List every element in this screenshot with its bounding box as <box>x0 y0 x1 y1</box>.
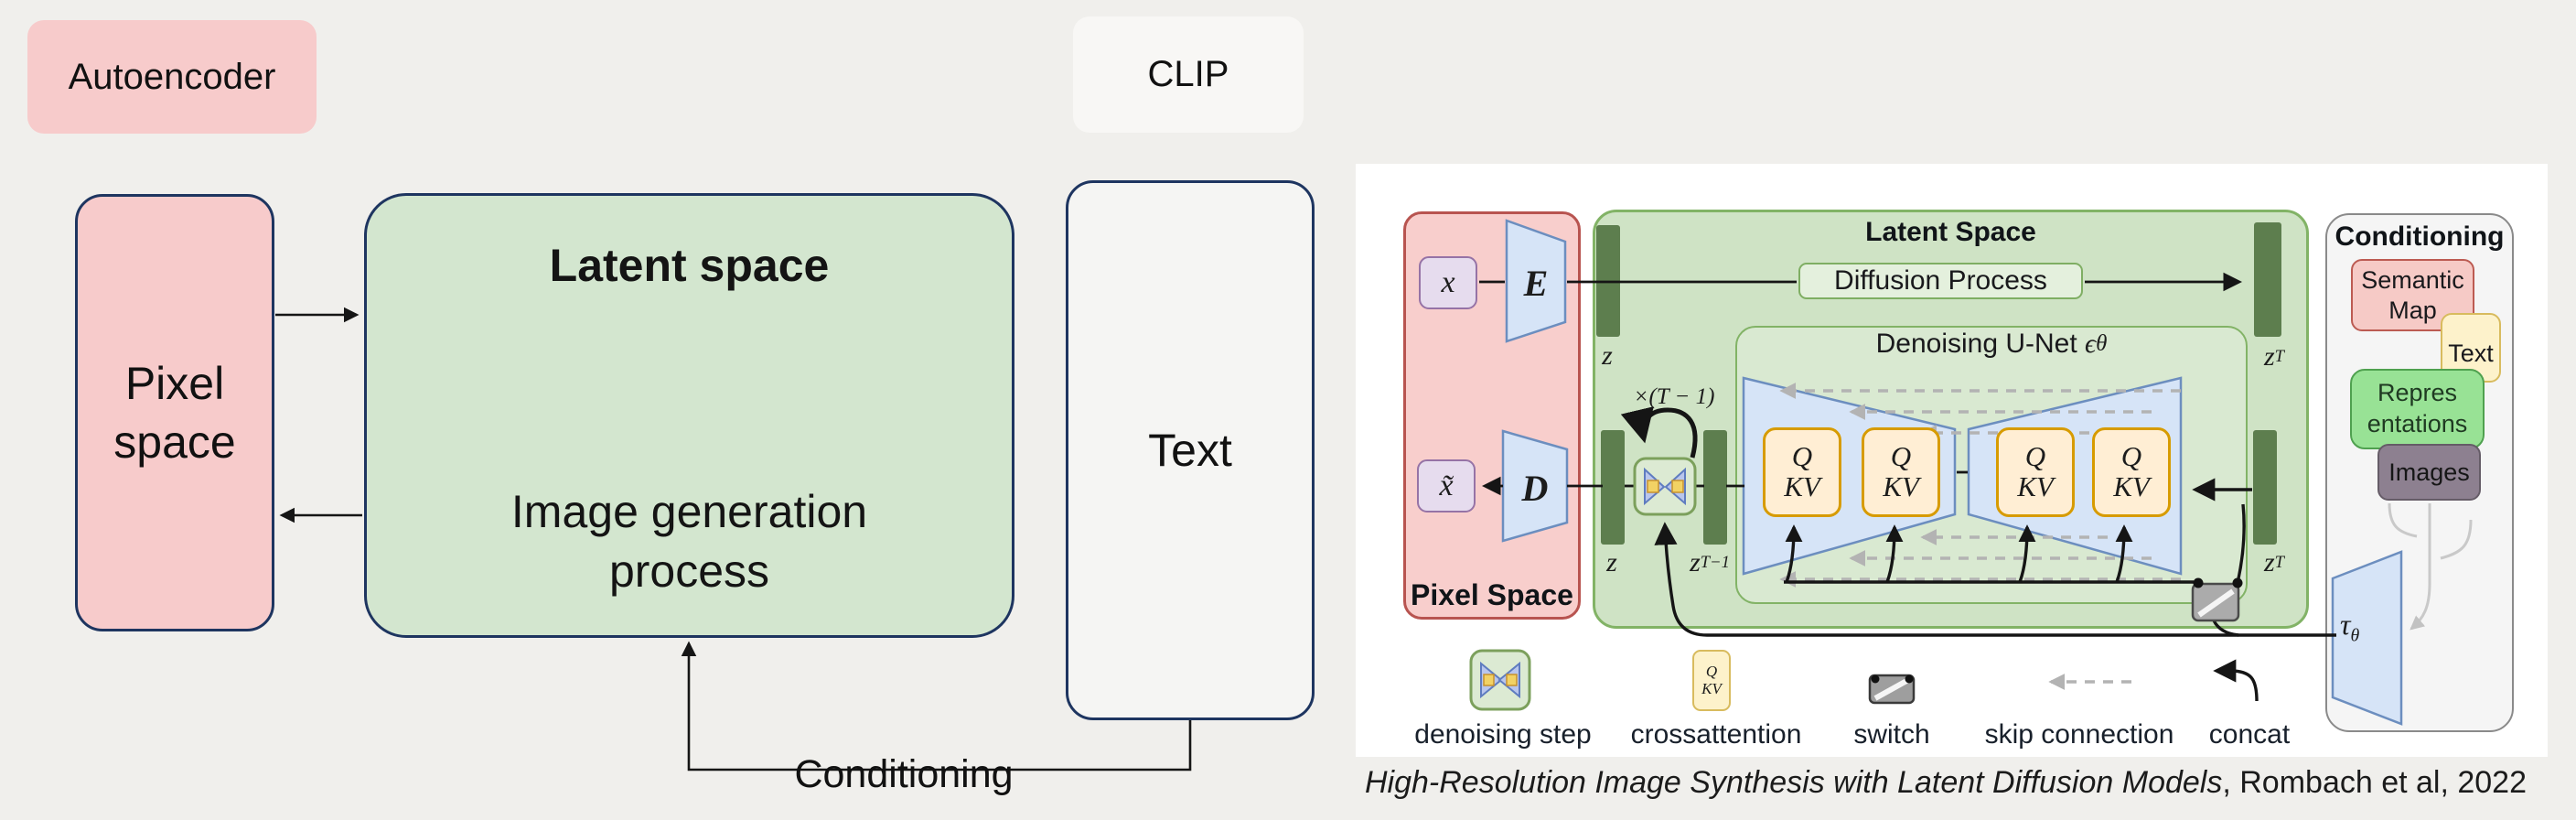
cond-text-label: Text <box>2448 340 2494 367</box>
fig-latent-space-title: Latent Space <box>1865 217 2036 247</box>
autoencoder-tag-label: Autoencoder <box>68 56 276 97</box>
crossattention-legend-icon: Q KV <box>1692 650 1731 711</box>
zT-top-sub: T <box>2274 347 2285 366</box>
legend-skip-connection: skip connection <box>1984 719 2174 750</box>
legend-crossattention: crossattention <box>1630 719 1802 750</box>
qkv3-q: Q <box>2024 440 2046 473</box>
pixel-space-box: Pixel space <box>75 194 274 631</box>
unet-theta-sub: θ <box>2096 331 2108 356</box>
images-box: Images <box>2377 444 2481 501</box>
zTm1-sub: T−1 <box>1700 553 1730 572</box>
legend-denoising-step: denoising step <box>1414 719 1592 750</box>
x-label: x <box>1441 265 1455 299</box>
latent-space-title: Latent space <box>549 240 830 291</box>
qkv1-q: Q <box>1791 440 1813 473</box>
fig-conditioning-title: Conditioning <box>2334 221 2505 252</box>
decoder-label: D <box>1521 468 1549 509</box>
x-tilde-label: x̃ <box>1439 469 1454 502</box>
crossattention-icon-kv: KV <box>1701 679 1722 697</box>
semantic-map-line2: Map <box>2388 296 2437 324</box>
caption-authors: , Rombach et al, 2022 <box>2222 765 2528 800</box>
qkv-box-2: Q KV <box>1862 427 1940 517</box>
x-input-box: x <box>1419 256 1477 309</box>
unet-epsilon: ϵ <box>2085 329 2097 359</box>
images-label: Images <box>2388 458 2470 486</box>
x-tilde-output-box: x̃ <box>1417 459 1476 512</box>
image-generation-line2: process <box>608 545 770 597</box>
clip-tag-label: CLIP <box>1147 54 1229 94</box>
representations-line1: Repres <box>2377 379 2458 407</box>
legend-switch: switch <box>1853 719 1930 750</box>
tau-theta-label: τθ <box>2340 608 2359 646</box>
tau-base: τ <box>2340 608 2351 641</box>
representations-box: Repres entations <box>2350 369 2485 449</box>
qkv3-kv: KV <box>2017 470 2054 502</box>
diffusion-process-label: Diffusion Process <box>1834 265 2047 296</box>
fig-pixel-space-title: Pixel Space <box>1411 578 1573 611</box>
qkv1-kv: KV <box>1784 470 1820 502</box>
qkv2-q: Q <box>1890 440 1912 473</box>
text-input-box: Text <box>1066 180 1315 720</box>
z-top-text: z <box>1602 340 1613 371</box>
conditioning-arrow-label: Conditioning <box>794 752 1014 796</box>
semantic-map-line1: Semantic <box>2361 266 2464 295</box>
pixel-space-label-line1: Pixel <box>124 358 225 409</box>
encoder-label: E <box>1523 263 1549 304</box>
image-generation-label: Image generation process <box>367 482 1012 601</box>
qkv-box-1: Q KV <box>1763 427 1841 517</box>
zT-mid-sub: T <box>2274 553 2285 572</box>
z-label-top: z <box>1587 340 1627 372</box>
caption-paper-title: High-Resolution Image Synthesis with Lat… <box>1365 765 2223 800</box>
zTm1-base: z <box>1690 547 1701 577</box>
crossattention-icon-q: Q <box>1705 662 1718 680</box>
figure-caption: High-Resolution Image Synthesis with Lat… <box>1365 765 2527 801</box>
qkv4-kv: KV <box>2113 470 2150 502</box>
z-mid-text: z <box>1606 547 1617 577</box>
clip-tag: CLIP <box>1073 16 1304 133</box>
qkv2-kv: KV <box>1883 470 1919 502</box>
unet-title-text: Denoising U-Net <box>1875 329 2086 359</box>
z-label-mid: z <box>1592 547 1632 578</box>
qkv4-q: Q <box>2120 440 2142 473</box>
loop-count-label: ×(T − 1) <box>1633 384 1715 409</box>
text-input-box-label: Text <box>1148 425 1232 476</box>
pixel-space-label-line2: space <box>113 416 236 468</box>
diffusion-process-box: Diffusion Process <box>1798 263 2083 299</box>
autoencoder-tag: Autoencoder <box>27 20 317 134</box>
legend-concat: concat <box>2208 719 2291 750</box>
zT-mid-base: z <box>2263 547 2275 577</box>
zT-top-base: z <box>2263 341 2275 372</box>
tau-sub: θ <box>2350 625 2360 646</box>
qkv-box-3: Q KV <box>1996 427 2075 517</box>
representations-line2: entations <box>2367 410 2468 437</box>
qkv-box-4: Q KV <box>2092 427 2171 517</box>
latent-space-box: Latent space Image generation process <box>364 193 1014 638</box>
image-generation-line1: Image generation <box>510 486 868 537</box>
